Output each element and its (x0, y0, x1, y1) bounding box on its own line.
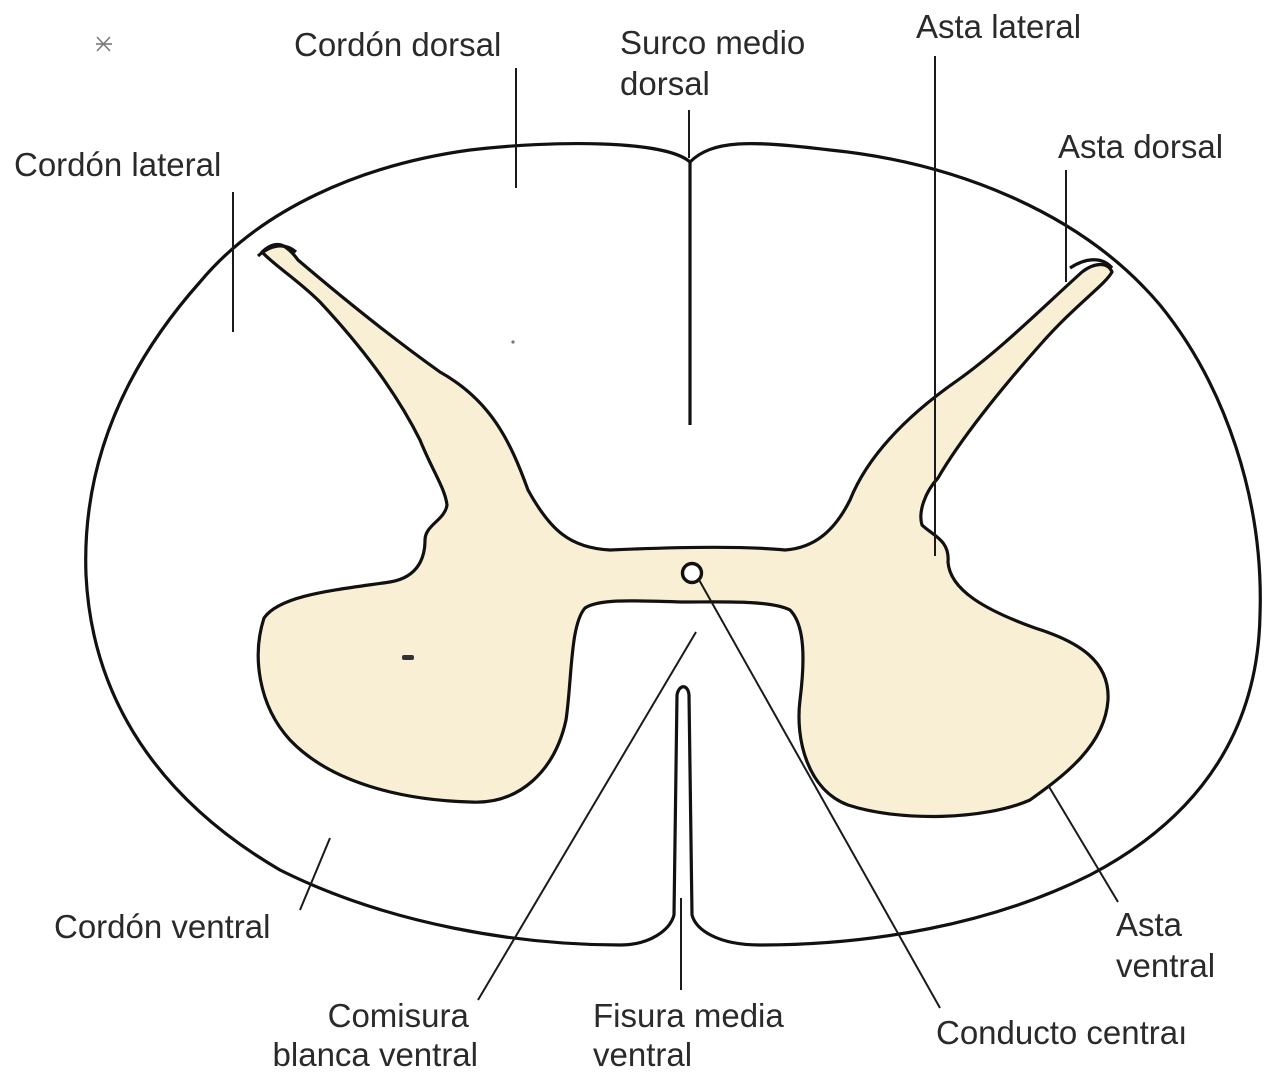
corner-mark (96, 37, 112, 51)
label-asta-dorsal: Asta dorsal (1058, 128, 1223, 165)
label-comisura-blanca-ventral-line2: blanca ventral (273, 1036, 478, 1073)
label-cordon-ventral: Cordón ventral (54, 908, 270, 945)
speck (402, 655, 414, 660)
label-surco-medio-dorsal-line1: Surco medio (620, 24, 805, 61)
label-asta-lateral: Asta lateral (916, 8, 1081, 45)
label-surco-medio-dorsal-line2: dorsal (620, 65, 710, 102)
label-comisura-blanca-ventral: Comisura blanca ventral (273, 997, 478, 1073)
label-asta-ventral-line1: Asta (1116, 906, 1183, 943)
label-cordon-lateral: Cordón lateral (14, 146, 221, 183)
label-asta-ventral: Asta ventral (1116, 906, 1215, 984)
label-fisura-media-ventral-line2: ventral (593, 1036, 692, 1073)
label-fisura-media-ventral: Fisura media ventral (593, 997, 793, 1073)
label-conducto-central: Conducto centraı (936, 1014, 1187, 1051)
label-fisura-media-ventral-line1: Fisura media (593, 997, 784, 1034)
white-matter-outline (86, 144, 1261, 945)
label-comisura-blanca-ventral-line1: Comisura (328, 997, 470, 1034)
speck (511, 340, 514, 343)
label-cordon-dorsal: Cordón dorsal (294, 26, 501, 63)
label-asta-ventral-line2: ventral (1116, 947, 1215, 984)
label-surco-medio-dorsal: Surco medio dorsal (620, 24, 814, 102)
